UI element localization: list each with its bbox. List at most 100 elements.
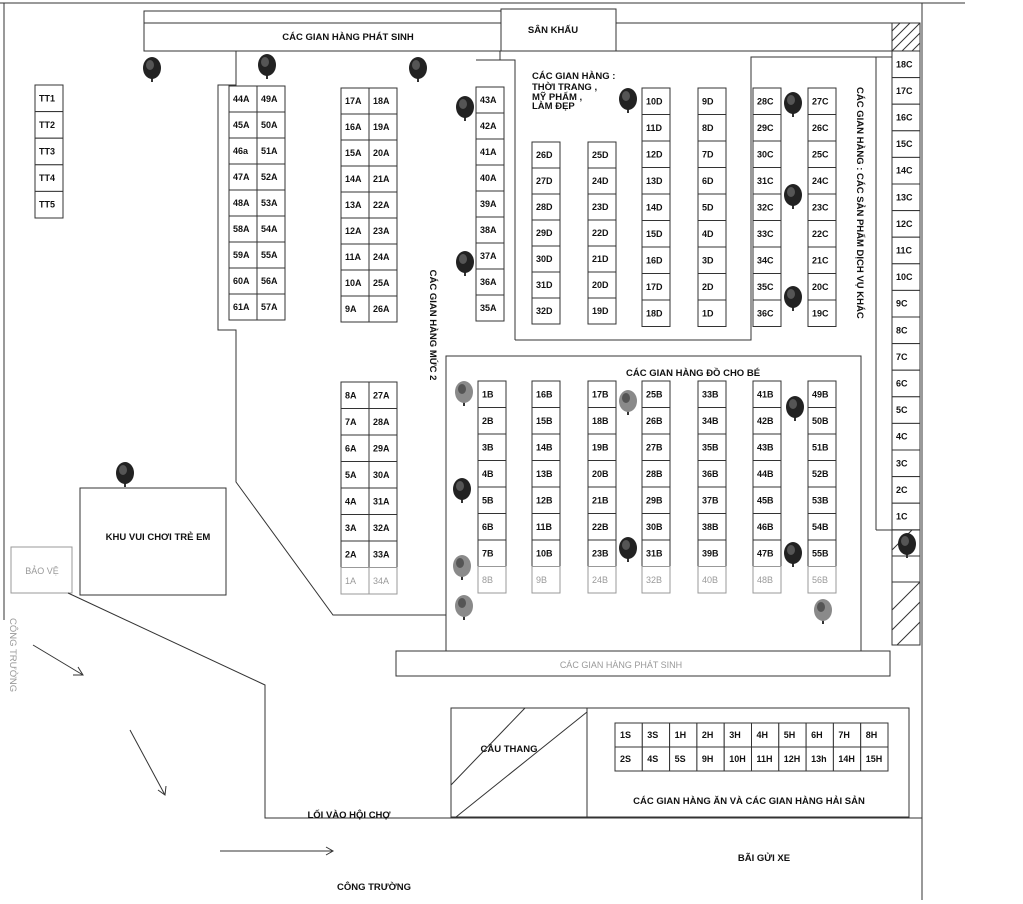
booth-44b[interactable]: 44B bbox=[752, 460, 782, 488]
phat-sinh-top-area[interactable] bbox=[143, 22, 502, 52]
booth-22c[interactable]: 22C bbox=[807, 220, 837, 248]
booth-12c[interactable]: 12C bbox=[891, 210, 921, 238]
booth-tt3[interactable]: TT3 bbox=[34, 137, 64, 166]
booth-15a[interactable]: 15A bbox=[340, 139, 370, 167]
booth-7c[interactable]: 7C bbox=[891, 343, 921, 371]
booth-14c[interactable]: 14C bbox=[891, 156, 921, 185]
booth-18b[interactable]: 18B bbox=[587, 407, 617, 435]
booth-25b[interactable]: 25B bbox=[641, 380, 671, 408]
booth-11b[interactable]: 11B bbox=[531, 513, 561, 541]
booth-35a[interactable]: 35A bbox=[475, 294, 505, 322]
booth-37a[interactable]: 37A bbox=[475, 242, 505, 270]
booth-27b[interactable]: 27B bbox=[641, 433, 671, 461]
booth-30b[interactable]: 30B bbox=[641, 513, 671, 541]
booth-21c[interactable]: 21C bbox=[807, 246, 837, 274]
booth-14a[interactable]: 14A bbox=[340, 165, 370, 193]
booth-tt5[interactable]: TT5 bbox=[34, 190, 64, 219]
booth-36b[interactable]: 36B bbox=[697, 460, 727, 488]
booth-54a[interactable]: 54A bbox=[256, 215, 286, 243]
booth-8c[interactable]: 8C bbox=[891, 316, 921, 345]
booth-37b[interactable]: 37B bbox=[697, 486, 727, 514]
booth-25a[interactable]: 25A bbox=[368, 269, 398, 297]
booth-27a[interactable]: 27A bbox=[368, 381, 398, 409]
booth-13a[interactable]: 13A bbox=[340, 191, 370, 219]
booth-26b[interactable]: 26B bbox=[641, 407, 671, 435]
booth-9c[interactable]: 9C bbox=[891, 289, 921, 318]
booth-31c[interactable]: 31C bbox=[752, 167, 782, 195]
booth-55b[interactable]: 55B bbox=[807, 539, 837, 567]
booth-29b[interactable]: 29B bbox=[641, 486, 671, 514]
booth-39b[interactable]: 39B bbox=[697, 539, 727, 567]
booth-41a[interactable]: 41A bbox=[475, 138, 505, 166]
booth-11c[interactable]: 11C bbox=[891, 236, 921, 265]
booth-17b[interactable]: 17B bbox=[587, 380, 617, 408]
booth-6h[interactable]: 6H bbox=[805, 722, 834, 748]
booth-17c[interactable]: 17C bbox=[891, 77, 921, 105]
booth-16c[interactable]: 16C bbox=[891, 103, 921, 132]
booth-33c[interactable]: 33C bbox=[752, 220, 782, 248]
booth-5s[interactable]: 5S bbox=[669, 746, 698, 772]
booth-6a[interactable]: 6A bbox=[340, 434, 370, 462]
booth-29d[interactable]: 29D bbox=[531, 219, 561, 247]
booth-24b[interactable]: 24B bbox=[587, 566, 617, 594]
booth-20b[interactable]: 20B bbox=[587, 460, 617, 488]
booth-35c[interactable]: 35C bbox=[752, 273, 782, 301]
booth-2d[interactable]: 2D bbox=[697, 273, 727, 301]
booth-43a[interactable]: 43A bbox=[475, 86, 505, 114]
booth-25c[interactable]: 25C bbox=[807, 140, 837, 168]
booth-31b[interactable]: 31B bbox=[641, 539, 671, 567]
booth-6d[interactable]: 6D bbox=[697, 167, 727, 195]
booth-3b[interactable]: 3B bbox=[477, 433, 507, 461]
booth-9a[interactable]: 9A bbox=[340, 295, 370, 323]
booth-29a[interactable]: 29A bbox=[368, 434, 398, 462]
booth-26a[interactable]: 26A bbox=[368, 295, 398, 323]
booth-52a[interactable]: 52A bbox=[256, 163, 286, 191]
booth-1b[interactable]: 1B bbox=[477, 380, 507, 408]
booth-32a[interactable]: 32A bbox=[368, 514, 398, 542]
booth-27c[interactable]: 27C bbox=[807, 87, 837, 115]
booth-18c[interactable]: 18C bbox=[891, 50, 921, 79]
booth-46a[interactable]: 46a bbox=[228, 137, 258, 165]
booth-26d[interactable]: 26D bbox=[531, 141, 561, 169]
booth-16d[interactable]: 16D bbox=[641, 246, 671, 274]
booth-40b[interactable]: 40B bbox=[697, 566, 727, 594]
booth-3a[interactable]: 3A bbox=[340, 514, 370, 542]
booth-35b[interactable]: 35B bbox=[697, 433, 727, 461]
booth-24a[interactable]: 24A bbox=[368, 243, 398, 271]
booth-15d[interactable]: 15D bbox=[641, 220, 671, 248]
booth-3c[interactable]: 3C bbox=[891, 449, 921, 478]
booth-28d[interactable]: 28D bbox=[531, 193, 561, 221]
booth-23d[interactable]: 23D bbox=[587, 193, 617, 221]
booth-4s[interactable]: 4S bbox=[641, 746, 671, 772]
booth-21a[interactable]: 21A bbox=[368, 165, 398, 193]
booth-13c[interactable]: 13C bbox=[891, 183, 921, 212]
booth-6b[interactable]: 6B bbox=[477, 513, 507, 541]
booth-14d[interactable]: 14D bbox=[641, 193, 671, 221]
booth-33b[interactable]: 33B bbox=[697, 380, 727, 408]
booth-22d[interactable]: 22D bbox=[587, 219, 617, 247]
booth-32c[interactable]: 32C bbox=[752, 193, 782, 221]
booth-7d[interactable]: 7D bbox=[697, 140, 727, 168]
booth-16b[interactable]: 16B bbox=[531, 380, 561, 408]
booth-23a[interactable]: 23A bbox=[368, 217, 398, 245]
booth-36c[interactable]: 36C bbox=[752, 299, 782, 327]
booth-20a[interactable]: 20A bbox=[368, 139, 398, 167]
booth-16a[interactable]: 16A bbox=[340, 113, 370, 141]
booth-30c[interactable]: 30C bbox=[752, 140, 782, 168]
booth-32b[interactable]: 32B bbox=[641, 566, 671, 594]
booth-14h[interactable]: 14H bbox=[832, 746, 862, 772]
booth-19c[interactable]: 19C bbox=[807, 299, 837, 327]
booth-tt1[interactable]: TT1 bbox=[34, 84, 64, 113]
booth-3d[interactable]: 3D bbox=[697, 246, 727, 274]
booth-38b[interactable]: 38B bbox=[697, 513, 727, 541]
booth-45a[interactable]: 45A bbox=[228, 111, 258, 139]
booth-49a[interactable]: 49A bbox=[256, 85, 286, 113]
booth-60a[interactable]: 60A bbox=[228, 267, 258, 295]
booth-1d[interactable]: 1D bbox=[697, 299, 727, 327]
booth-2h[interactable]: 2H bbox=[696, 722, 725, 748]
booth-15b[interactable]: 15B bbox=[531, 407, 561, 435]
booth-28b[interactable]: 28B bbox=[641, 460, 671, 488]
booth-34b[interactable]: 34B bbox=[697, 407, 727, 435]
booth-4h[interactable]: 4H bbox=[751, 722, 780, 748]
booth-61a[interactable]: 61A bbox=[228, 293, 258, 321]
